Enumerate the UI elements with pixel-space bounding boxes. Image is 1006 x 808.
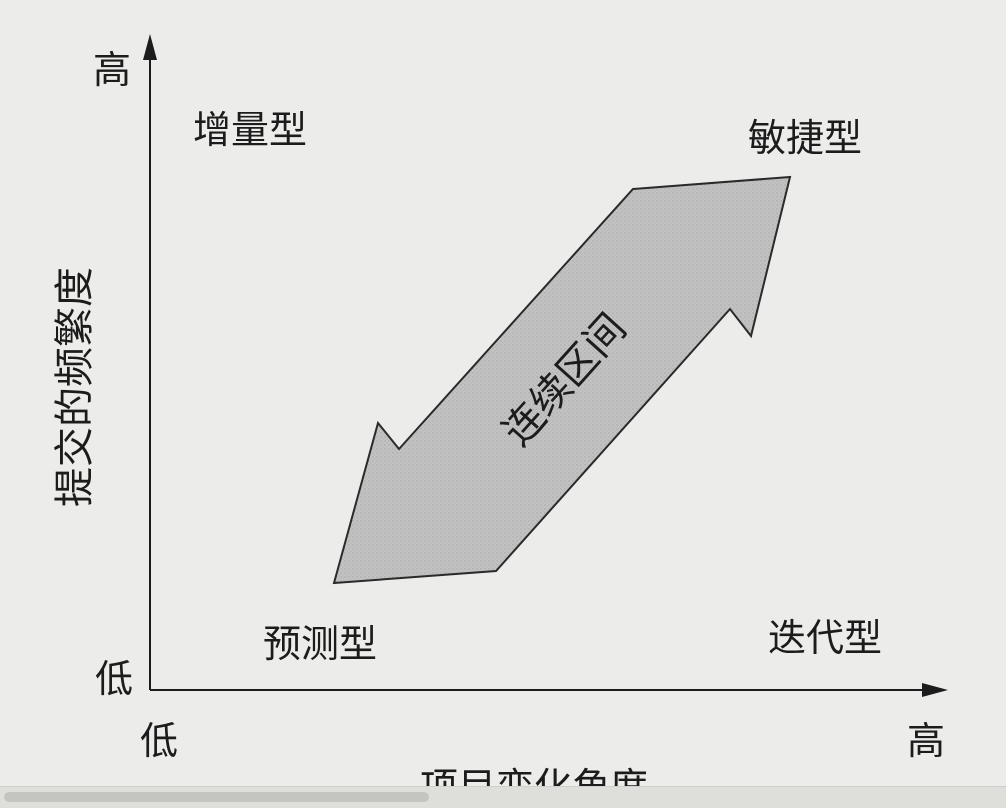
scrollbar-thumb[interactable] [4,792,429,802]
horizontal-scrollbar[interactable] [0,786,1006,808]
y-axis-low-label: 低 [95,657,133,701]
y-axis-arrowhead [143,34,157,60]
quadrant-incremental: 增量型 [193,108,307,152]
quadrant-predictive: 预测型 [263,622,377,666]
x-axis-high-label: 高 [907,719,945,763]
quadrant-iterative: 迭代型 [768,616,882,660]
x-axis-arrowhead [922,683,948,697]
quadrant-agile: 敏捷型 [748,116,862,160]
y-axis-high-label: 高 [93,48,131,92]
x-axis-low-label: 低 [140,719,178,763]
y-axis-title: 提交的频繁度 [52,267,98,507]
continuum-arrow [332,175,792,585]
